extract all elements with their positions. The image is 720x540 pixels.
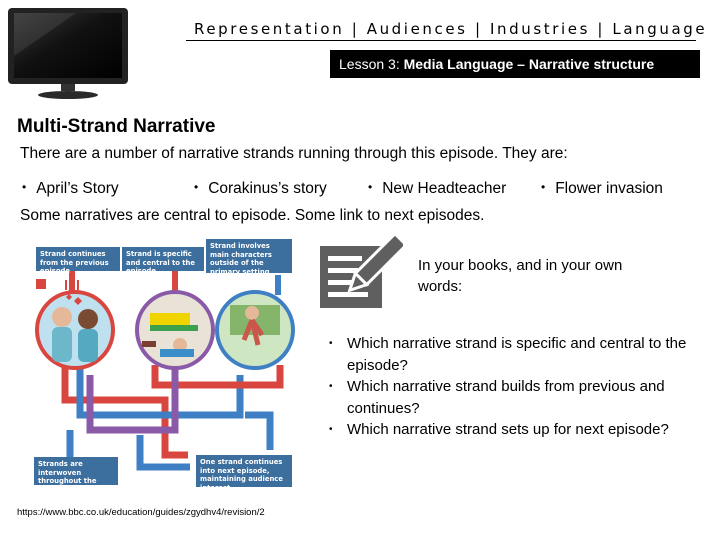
question-text: Which narrative strand sets up for next … [347, 421, 669, 438]
lesson-title: Media Language – Narrative structure [403, 56, 655, 72]
question-item: •Which narrative strand sets up for next… [329, 421, 669, 438]
strand-item: •New Headteacher [368, 180, 507, 197]
strand-item: •Flower invasion [541, 180, 663, 197]
source-link[interactable]: https://www.bbc.co.uk/education/guides/z… [17, 507, 265, 518]
label-main-characters: Strand involves main characters outside … [206, 239, 292, 276]
question-item: •Which narrative strand builds from prev… [329, 378, 665, 417]
question-text: Which narrative strand is specific and c… [347, 335, 687, 374]
header-nav: Representation | Audiences | Industries … [194, 20, 708, 38]
pencil-notepad-icon [320, 232, 403, 308]
question-list: •Which narrative strand is specific and … [325, 333, 705, 441]
strand-label: Corakinus’s story [208, 180, 327, 197]
label-next-episode: One strand continues into next episode, … [196, 455, 292, 492]
central-note: Some narratives are central to episode. … [20, 207, 485, 224]
strand-label: Flower invasion [555, 180, 663, 197]
books-prompt: In your books, and in your own words: [418, 257, 623, 295]
label-specific-episode: Strand is specific and central to the ep… [122, 247, 204, 275]
strand-label: New Headteacher [382, 180, 507, 197]
strand-item: •Corakinus’s story [194, 180, 327, 197]
question-item: •Which narrative strand is specific and … [329, 335, 687, 374]
label-interwoven: Strands are interwoven throughout the ep… [34, 457, 118, 494]
lesson-number: Lesson 3: [339, 56, 404, 72]
strand-item: •April’s Story [22, 180, 119, 197]
monitor-icon [8, 8, 128, 99]
question-text: Which narrative strand builds from previ… [347, 378, 665, 417]
strand-label: April’s Story [36, 180, 119, 197]
lesson-title-bar: Lesson 3: Media Language – Narrative str… [330, 50, 700, 78]
multi-strand-diagram: Strand continues from the previous episo… [30, 235, 295, 494]
header-divider [186, 40, 696, 41]
label-previous-episode: Strand continues from the previous episo… [36, 247, 120, 275]
section-title: Multi-Strand Narrative [17, 116, 216, 137]
intro-text: There are a number of narrative strands … [20, 145, 568, 162]
